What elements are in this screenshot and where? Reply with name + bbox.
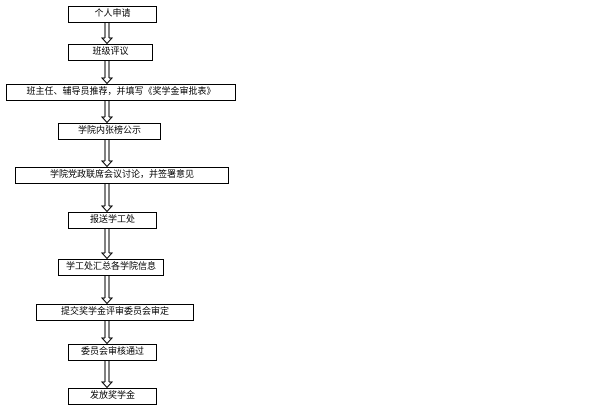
flow-arrow-5: [100, 184, 114, 213]
step-committee-approval: 委员会审核通过: [68, 344, 157, 361]
flow-arrow-9: [100, 361, 114, 389]
step-committee-submission: 提交奖学金评审委员会审定: [36, 304, 194, 321]
flow-arrow-1: [100, 23, 114, 45]
step-public-notice: 学院内张榜公示: [58, 123, 161, 140]
step-submit-student-affairs: 报送学工处: [68, 212, 157, 229]
step-student-affairs-summary: 学工处汇总各学院信息: [58, 259, 164, 276]
flow-arrow-4: [100, 140, 114, 168]
step-teacher-recommendation: 班主任、辅导员推荐，并填写《奖学金审批表》: [6, 84, 236, 101]
step-personal-application: 个人申请: [68, 6, 157, 23]
step-class-review: 班级评议: [68, 44, 153, 61]
flow-arrow-7: [100, 276, 114, 305]
step-scholarship-payout: 发放奖学金: [68, 388, 157, 405]
flow-arrow-2: [100, 61, 114, 85]
step-college-meeting: 学院党政联席会议讨论，并签署意见: [15, 167, 229, 184]
flow-arrow-8: [100, 321, 114, 345]
flow-arrow-6: [100, 229, 114, 260]
flow-arrow-3: [100, 101, 114, 124]
